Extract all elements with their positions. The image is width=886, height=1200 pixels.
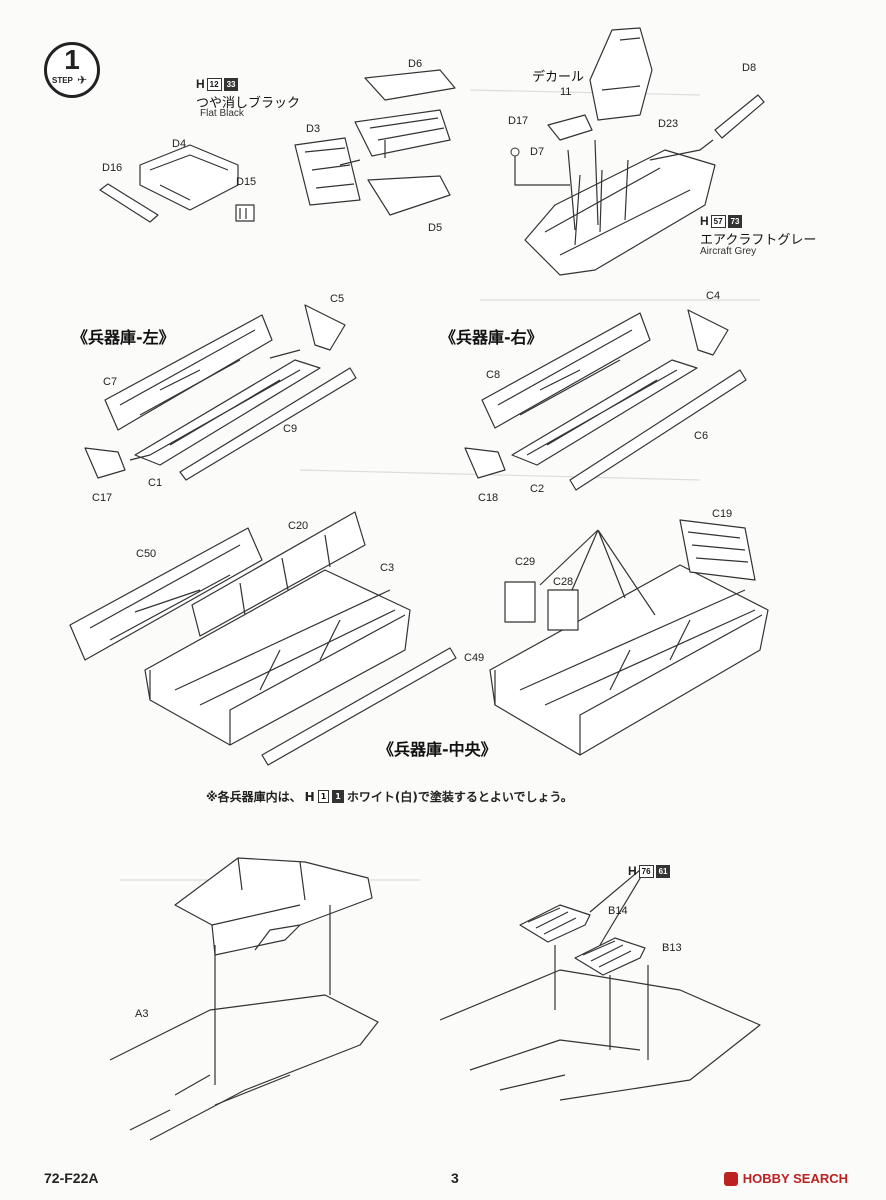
part-label-D7: D7 [530, 146, 545, 158]
note-paint-code2: 1 [332, 790, 344, 803]
step-label: STEP [52, 76, 73, 85]
part-label-C18: C18 [478, 492, 499, 504]
part-label-C9: C9 [283, 423, 298, 435]
note-prefix: ※各兵器庫内は、 [206, 790, 302, 804]
part-label-C2: C2 [530, 483, 545, 495]
paint-name-ja-flat-black: つや消しブラック [196, 96, 301, 111]
part-label-D17: D17 [508, 115, 529, 127]
note-paint-letter: H [304, 789, 315, 804]
part-label-11: 11 [560, 86, 572, 98]
hobby-search-logo-icon [723, 1171, 738, 1186]
part-label-D16: D16 [102, 162, 123, 174]
bay-title-center: 《兵器庫-中央》 [378, 740, 497, 759]
part-label-C50: C50 [136, 548, 157, 560]
watermark: HOBBY SEARCH [723, 1171, 848, 1186]
part-label-C7: C7 [103, 376, 118, 388]
part-label-C20: C20 [288, 520, 309, 532]
part-label-C29: C29 [515, 556, 536, 568]
part-label-C3: C3 [380, 562, 395, 574]
part-label-C6: C6 [694, 430, 709, 442]
part-label-C17: C17 [92, 492, 113, 504]
part-label-D6: D6 [408, 58, 423, 70]
note-paint-code1: 1 [317, 790, 330, 803]
part-label-D15: D15 [236, 176, 257, 188]
part-label-C5: C5 [330, 293, 345, 305]
part-label-C19: C19 [712, 508, 733, 520]
part-label-B13: B13 [662, 942, 682, 954]
part-label-D8: D8 [742, 62, 757, 74]
paint-code-aircraft-grey: H 57 73 [700, 214, 743, 228]
paint-name-ja-aircraft-grey: エアクラフトグレー [700, 233, 817, 248]
part-label-C28: C28 [553, 576, 574, 588]
part-label-D4: D4 [172, 138, 187, 150]
model-code: 72-F22A [44, 1170, 99, 1186]
painting-note: ※各兵器庫内は、 H 1 1 ホワイト(白)で塗装するとよいでしょう。 [206, 788, 573, 805]
part-label-C49: C49 [464, 652, 485, 664]
bay-title-left: 《兵器庫-左》 [72, 328, 175, 347]
paint-name-en-aircraft-grey: Aircraft Grey [700, 246, 757, 257]
page-number: 3 [451, 1170, 459, 1186]
paint-code-b-parts: H 76 61 [628, 864, 671, 878]
part-label-D23: D23 [658, 118, 679, 130]
part-label-D3: D3 [306, 123, 321, 135]
step-number: 1 [64, 44, 80, 75]
step-badge: 1 STEP ✈ [44, 42, 100, 98]
paint-name-en-flat-black: Flat Black [200, 108, 244, 119]
part-label-C4: C4 [706, 290, 721, 302]
part-label-A3: A3 [135, 1008, 149, 1020]
plane-icon: ✈ [77, 73, 88, 87]
part-label-C1: C1 [148, 477, 163, 489]
bay-title-right: 《兵器庫-右》 [440, 328, 543, 347]
part-label-B14: B14 [608, 905, 628, 917]
paint-code-flat-black: H 12 33 [196, 77, 239, 91]
part-label-D5: D5 [428, 222, 443, 234]
decal-label: デカール [532, 70, 585, 85]
note-suffix: ホワイト(白)で塗装するとよいでしょう。 [346, 790, 573, 804]
watermark-text: HOBBY SEARCH [742, 1171, 848, 1186]
part-label-C8: C8 [486, 369, 501, 381]
